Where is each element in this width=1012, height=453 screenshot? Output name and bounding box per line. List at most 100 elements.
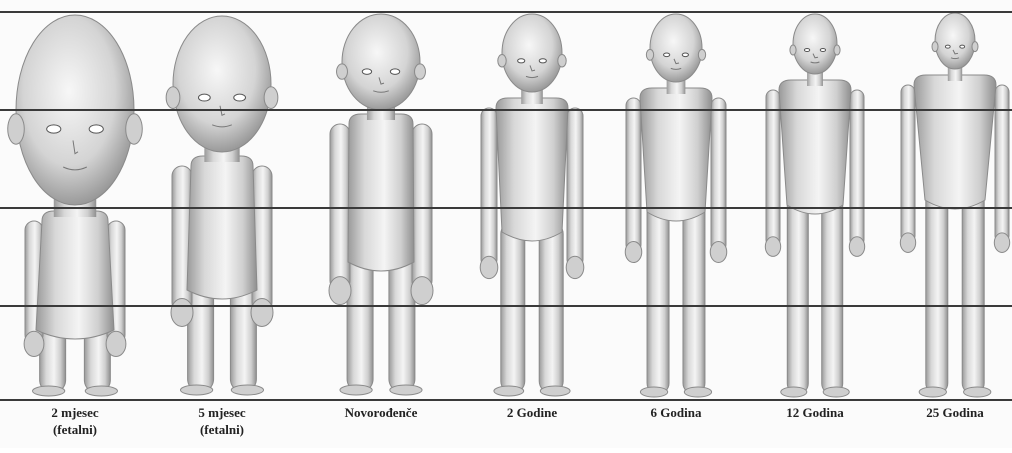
right-eye — [89, 125, 103, 133]
right-foot — [390, 385, 422, 395]
left-leg — [926, 190, 948, 394]
left-eye — [664, 53, 670, 57]
left-leg — [501, 222, 525, 393]
caption-2-years: 2 Godine — [472, 404, 592, 421]
left-eye — [198, 94, 210, 101]
left-leg — [647, 202, 669, 394]
right-hand — [251, 298, 273, 326]
left-hand — [765, 237, 780, 257]
right-foot — [231, 385, 263, 395]
right-arm — [711, 98, 726, 252]
caption-5-months: 5 mjesec (fetalni) — [162, 404, 282, 438]
head — [793, 14, 837, 74]
figure-fetus-5-months — [166, 16, 278, 395]
right-arm — [995, 85, 1009, 243]
figure-child-2-years — [480, 14, 584, 396]
left-arm — [481, 108, 497, 267]
right-ear — [698, 49, 705, 60]
torso — [496, 98, 568, 241]
caption-label: 5 mjesec — [162, 404, 282, 421]
caption-label: 12 Godina — [755, 404, 875, 421]
left-arm — [766, 90, 780, 247]
left-foot — [640, 387, 667, 397]
right-foot — [540, 386, 570, 396]
right-ear — [972, 42, 978, 52]
left-foot — [180, 385, 212, 395]
right-ear — [834, 45, 840, 55]
caption-2-months: 2 mjesec (fetalni) — [15, 404, 135, 438]
caption-sublabel: (fetalni) — [162, 421, 282, 438]
left-arm — [901, 85, 915, 243]
left-ear — [166, 87, 180, 109]
left-foot — [919, 387, 946, 397]
right-foot — [684, 387, 711, 397]
torso — [187, 156, 257, 299]
right-hand — [994, 233, 1009, 253]
figure-adult-25-years — [900, 13, 1009, 397]
left-eye — [362, 69, 371, 74]
right-eye — [539, 59, 546, 63]
left-ear — [8, 114, 25, 144]
left-hand — [900, 233, 915, 253]
right-eye — [820, 48, 825, 51]
right-eye — [682, 53, 688, 57]
right-hand — [411, 277, 433, 305]
right-hand — [710, 242, 727, 263]
right-eye — [234, 94, 246, 101]
right-leg — [539, 222, 563, 393]
head — [650, 14, 702, 82]
left-hand — [329, 277, 351, 305]
left-arm — [626, 98, 641, 252]
caption-label: 2 Godine — [472, 404, 592, 421]
left-hand — [625, 242, 642, 263]
left-foot — [340, 385, 372, 395]
right-foot — [85, 386, 117, 396]
left-ear — [646, 49, 653, 60]
left-leg — [787, 195, 808, 394]
right-leg — [389, 252, 415, 392]
right-leg — [683, 202, 705, 394]
left-hand — [480, 256, 498, 278]
right-arm — [850, 90, 864, 247]
caption-label: 2 mjesec — [15, 404, 135, 421]
left-eye — [804, 48, 809, 51]
left-leg — [347, 252, 373, 392]
right-hand — [566, 256, 584, 278]
right-hand — [849, 237, 864, 257]
head — [502, 14, 562, 92]
left-ear — [337, 64, 348, 79]
right-eye — [960, 45, 965, 48]
figure-newborn — [329, 14, 433, 395]
left-eye — [47, 125, 61, 133]
right-leg — [822, 195, 843, 394]
figure-child-6-years — [625, 14, 727, 397]
caption-25-years: 25 Godina — [895, 404, 1012, 421]
left-ear — [790, 45, 796, 55]
caption-newborn: Novorođenče — [321, 404, 441, 421]
head — [173, 16, 271, 152]
figure-fetus-2-months — [8, 15, 143, 396]
torso — [779, 80, 851, 214]
torso — [36, 211, 114, 339]
right-ear — [264, 87, 278, 109]
torso — [348, 114, 414, 271]
caption-12-years: 12 Godina — [755, 404, 875, 421]
caption-6-years: 6 Godina — [616, 404, 736, 421]
left-foot — [33, 386, 65, 396]
left-ear — [498, 55, 506, 67]
left-hand — [171, 298, 193, 326]
caption-label: 25 Godina — [895, 404, 1012, 421]
right-ear — [558, 55, 566, 67]
caption-sublabel: (fetalni) — [15, 421, 135, 438]
right-arm — [567, 108, 583, 267]
left-eye — [518, 59, 525, 63]
figures-layer — [8, 13, 1010, 397]
caption-label: Novorođenče — [321, 404, 441, 421]
right-foot — [823, 387, 849, 397]
head — [935, 13, 975, 69]
left-ear — [932, 42, 938, 52]
right-hand — [106, 331, 126, 356]
figure-adolescent-12-years — [765, 14, 864, 397]
